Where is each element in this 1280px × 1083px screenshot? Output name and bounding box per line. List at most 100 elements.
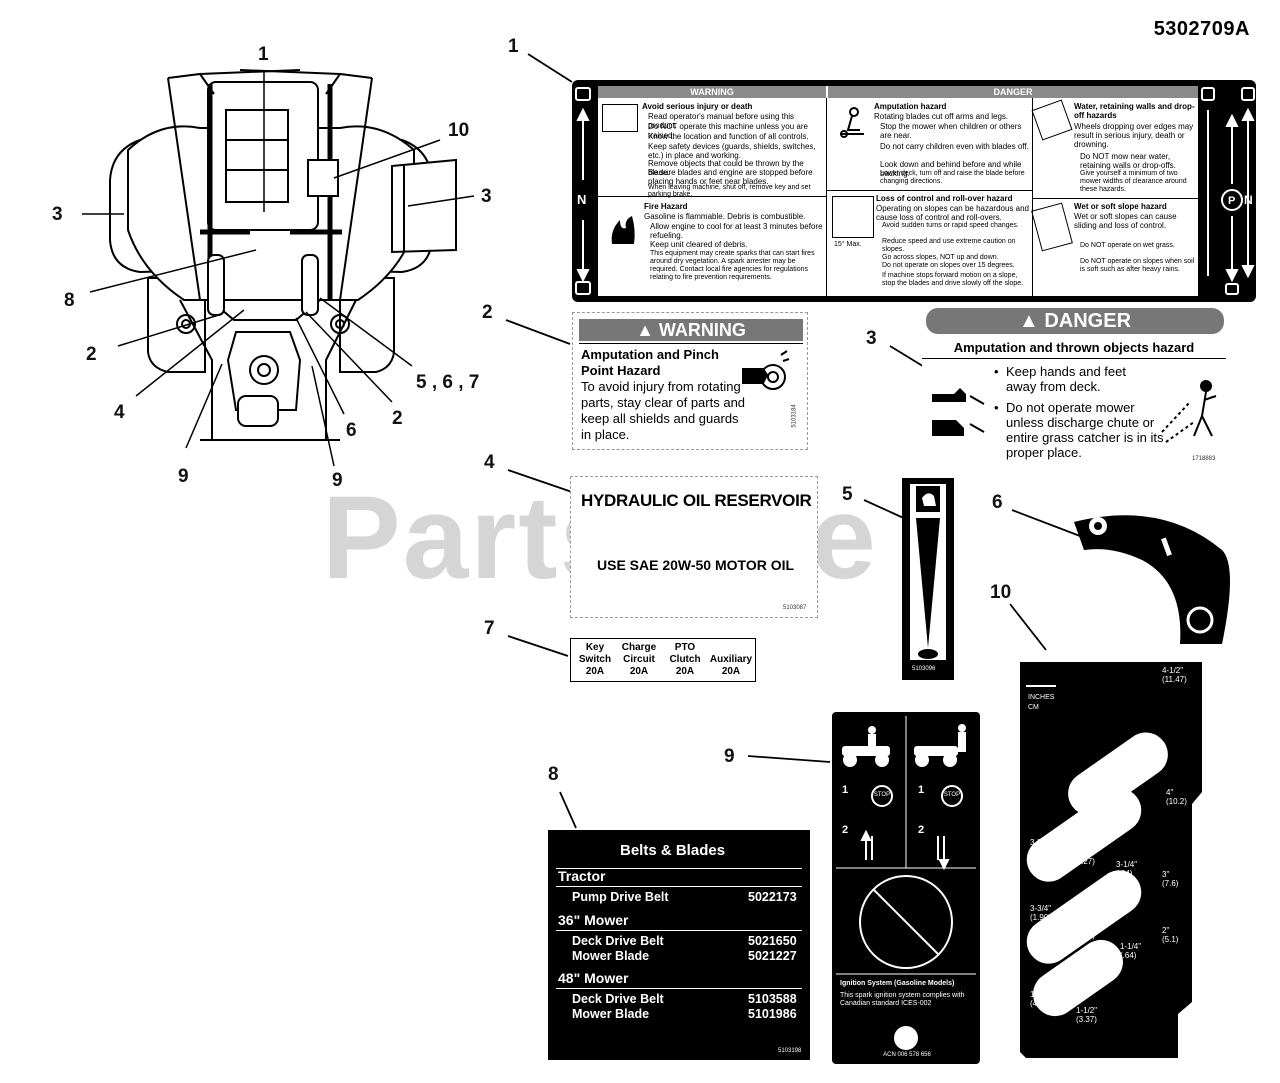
acn-number: ACN 006 578 656 [883, 1052, 931, 1058]
step-2-left: 2 [842, 824, 849, 836]
mark-4-in: 4"(10.2) [1166, 788, 1187, 806]
decal-callout-9: 9 [724, 746, 735, 767]
ignition-title: Ignition System (Gasoline Models) [840, 980, 955, 987]
panel-1-line-1: Read operator's manual before using this… [648, 112, 795, 130]
decal-callout-3: 3 [866, 328, 877, 349]
panel-5-line-3: Reduce speed and use extreme caution on … [882, 238, 1016, 253]
panel-3-title: Water, retaining walls and drop-off haza… [1074, 102, 1195, 120]
thrown-object-person-icon [1160, 372, 1222, 452]
panel-6-line-3: Do NOT operate on slopes when soil is so… [1080, 258, 1195, 273]
decal-2-body: To avoid injury from rotating parts, sta… [581, 379, 746, 442]
warning-triangle-icon: ▲ [636, 320, 654, 340]
decal-3-subtitle: Amputation and thrown objects hazard [953, 340, 1195, 355]
panel-1-title: Avoid serious injury or death [642, 102, 753, 111]
panel-3-line-3: Give yourself a minimum of two mower wid… [1080, 170, 1187, 193]
panel-4-line-2: Allow engine to cool for at least 3 minu… [650, 222, 823, 240]
mark-3-75-in-b: 3-3/4"(1.90) [1030, 904, 1052, 922]
pump-drive-belt-part: 5022173 [748, 890, 797, 904]
section-48-mower: 48" Mower [558, 970, 629, 986]
panel-2-line-1: Rotating blades cut off arms and legs. [874, 112, 1009, 121]
decal-callout-5: 5 [842, 484, 853, 505]
decal-2-header: ▲ WARNING [579, 319, 803, 341]
panel-5-line-2: Avoid sudden turns or rapid speed change… [882, 222, 1019, 229]
decal-1-danger-header: DANGER [828, 86, 1198, 98]
decal-10-height-gauge: INCHES CM 4-1/2"(11.47) 4"(10.2) 2-1/4"(… [1016, 658, 1206, 1066]
panel-5-line-1: Operating on slopes can be hazardous and… [876, 204, 1029, 222]
cm-label: CM [1028, 704, 1039, 711]
callout-1: 1 [258, 44, 269, 65]
c-tick-icon [894, 1026, 918, 1050]
decal-2-pinch-point: ▲ WARNING Amputation and Pinch Point Haz… [572, 312, 808, 450]
decal-2-title: Amputation and Pinch Point Hazard [581, 347, 719, 378]
decal-4-title: HYDRAULIC OIL RESERVOIR [581, 491, 812, 510]
step-1-left: 1 [842, 784, 849, 796]
callout-9-left: 9 [178, 466, 189, 487]
document-number: 5302709A [1153, 18, 1250, 40]
panel-1-line-5: Remove objects that could be thrown by t… [648, 159, 804, 177]
decal-6-pto-switch [1072, 502, 1238, 648]
decal-3-danger: ▲ DANGER Amputation and thrown objects h… [922, 306, 1226, 466]
panel-6-title: Wet or soft slope hazard [1074, 202, 1167, 211]
mark-1-25-in: 1-1/4"(.64) [1120, 942, 1142, 960]
mark-2-in: 2"(5.1) [1162, 926, 1179, 944]
decal-4-partno: 5103087 [783, 605, 807, 611]
panel-1-line-4: Keep safety devices (guards, shields, sw… [648, 142, 816, 160]
decal-8-partno: 5103198 [778, 1048, 802, 1054]
slope-label: 15° Max. [834, 241, 862, 248]
decal-3-header-text: DANGER [1044, 310, 1132, 332]
panel-2-line-2: Stop the mower when children or others a… [880, 122, 1022, 140]
panel-4-line-3: Keep unit cleared of debris. [650, 240, 748, 249]
hand-foot-deck-icon [930, 376, 986, 442]
deck-drive-belt-48-part: 5103588 [748, 992, 797, 1006]
panel-1-line-7: When leaving machine, shut off, remove k… [648, 184, 811, 198]
decal-1-panels: WARNING DANGER Avoid serious injury or d… [598, 86, 1198, 296]
on-bar-icon [1160, 536, 1172, 558]
panel-2-line-3: Do not carry children even with blades o… [880, 142, 1029, 151]
mark-3-75-in-a: 3-3/4"(1.90) [1030, 838, 1052, 856]
section-36-mower: 36" Mower [558, 912, 629, 928]
step-2-right: 2 [918, 824, 925, 836]
svg-text:P: P [1228, 195, 1235, 207]
mark-1-5-in-a: 1-1/2"(1.27) [1074, 848, 1096, 866]
panel-6-line-2: Do NOT operate on wet grass. [1080, 242, 1175, 249]
panel-5-line-5: Do not operate on slopes over 15 degrees… [882, 262, 1015, 269]
decal-3-header: ▲ DANGER [926, 308, 1224, 334]
panel-5-line-4: Go across slopes, NOT up and down. [882, 254, 999, 261]
decal-callout-6: 6 [992, 492, 1003, 513]
panel-4-line-4: This equipment may create sparks that ca… [650, 250, 815, 281]
fire-icon [606, 212, 640, 246]
mower-blade-36-label: Mower Blade [572, 949, 650, 963]
callout-3-right: 3 [481, 186, 492, 207]
panel-3-line-1: Wheels dropping over edges may result in… [1074, 122, 1194, 149]
section-tractor: Tractor [558, 868, 606, 884]
mark-4-5-in: 4-1/2"(11.47) [1162, 666, 1187, 684]
mark-2-25-in: 2-1/4"(.64) [1076, 818, 1098, 836]
callout-9-right: 9 [332, 470, 343, 491]
decal-5-throttle: 5103096 [902, 478, 954, 680]
decal-4-hydraulic-oil: HYDRAULIC OIL RESERVOIR USE SAE 20W-50 M… [570, 476, 818, 618]
panel-1-line-6: Be sure blades and engine are stopped be… [648, 168, 813, 186]
drop-off-icon [1031, 99, 1073, 141]
pinch-hand-icon [741, 349, 791, 395]
panel-2-line-5: Lower deck, turn off and raise the blade… [880, 170, 1025, 185]
decal-callout-10: 10 [990, 582, 1012, 603]
decal-callout-2: 2 [482, 302, 493, 323]
panel-5-title: Loss of control and roll-over hazard [876, 194, 1013, 203]
callout-4: 4 [114, 402, 125, 423]
decal-5-partno: 5103096 [912, 666, 936, 672]
decal-1-warning-header: WARNING [598, 86, 826, 98]
decal-3-bullet-1: Keep hands and feet away from deck. [1006, 364, 1126, 394]
callout-5-6-7: 5 , 6 , 7 [416, 372, 480, 393]
panel-1-line-2: Do NOT operate this machine unless you a… [648, 122, 808, 140]
callout-3-left: 3 [52, 204, 63, 225]
svg-text:N: N [1244, 193, 1253, 207]
pump-drive-belt-label: Pump Drive Belt [572, 890, 669, 904]
book-icon [602, 104, 638, 132]
mower-blade-48-label: Mower Blade [572, 1007, 650, 1021]
amputation-icon [832, 104, 870, 140]
off-circle-icon [1088, 516, 1108, 536]
decal-9-operation: 1 1 STOP STOP 2 2 Ignition System (Gasol… [832, 712, 980, 1064]
panel-1-line-3: Know the location and function of all co… [648, 132, 809, 141]
